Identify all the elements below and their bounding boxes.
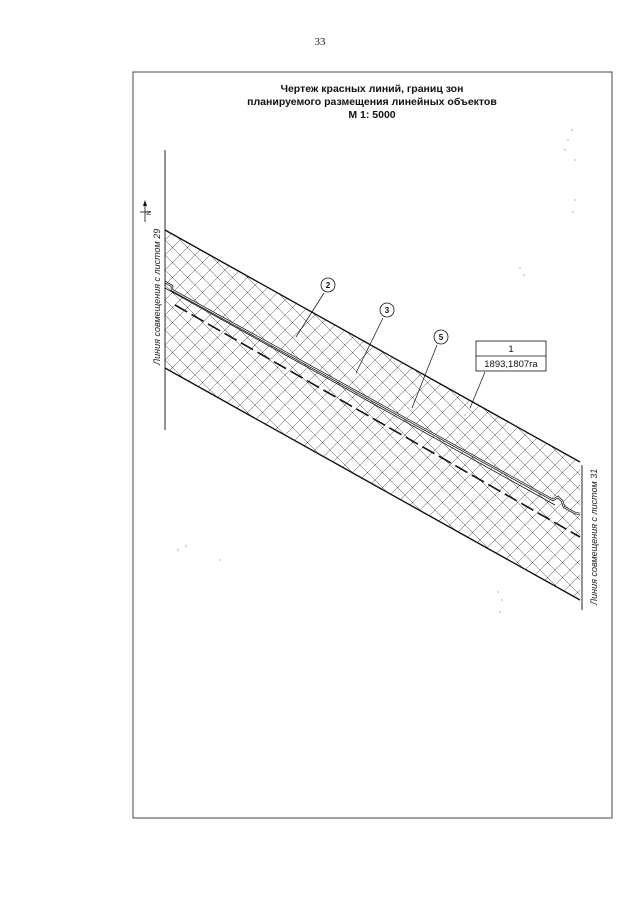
- zone-number: 1: [508, 344, 513, 355]
- red-line-lower-boundary: [164, 367, 581, 601]
- linear-object-corridor: [164, 280, 581, 516]
- planned-zone-hatch: [165, 230, 580, 600]
- dashed-boundary-line: [174, 304, 581, 538]
- page-number: 33: [314, 36, 326, 48]
- match-line-label-right: Линия совмещения с листом 31: [589, 469, 599, 606]
- callout-2-number: 2: [326, 281, 331, 290]
- drawing-title-line-1: Чертеж красных линий, границ зон: [281, 83, 464, 95]
- callout-5: 5: [411, 329, 449, 409]
- callout-3-number: 3: [385, 306, 390, 315]
- match-line-label-left: Линия совмещения с листом 29: [152, 229, 162, 366]
- red-line-upper-boundary: [164, 229, 581, 463]
- survey-dots: [177, 129, 576, 613]
- zone-area: 1893,1807га: [484, 359, 538, 370]
- area-label-box: 1 1893,1807га: [469, 340, 547, 409]
- drawing-title-line-2: планируемого размещения линейных объекто…: [247, 96, 497, 108]
- north-arrow-icon: N: [140, 200, 153, 222]
- drawing-frame: [132, 71, 613, 819]
- callout-2: 2: [295, 277, 336, 338]
- north-symbol: N: [147, 211, 153, 215]
- callout-5-number: 5: [439, 333, 444, 342]
- drawing-scale: М 1: 5000: [348, 109, 395, 121]
- callout-3: 3: [355, 302, 395, 374]
